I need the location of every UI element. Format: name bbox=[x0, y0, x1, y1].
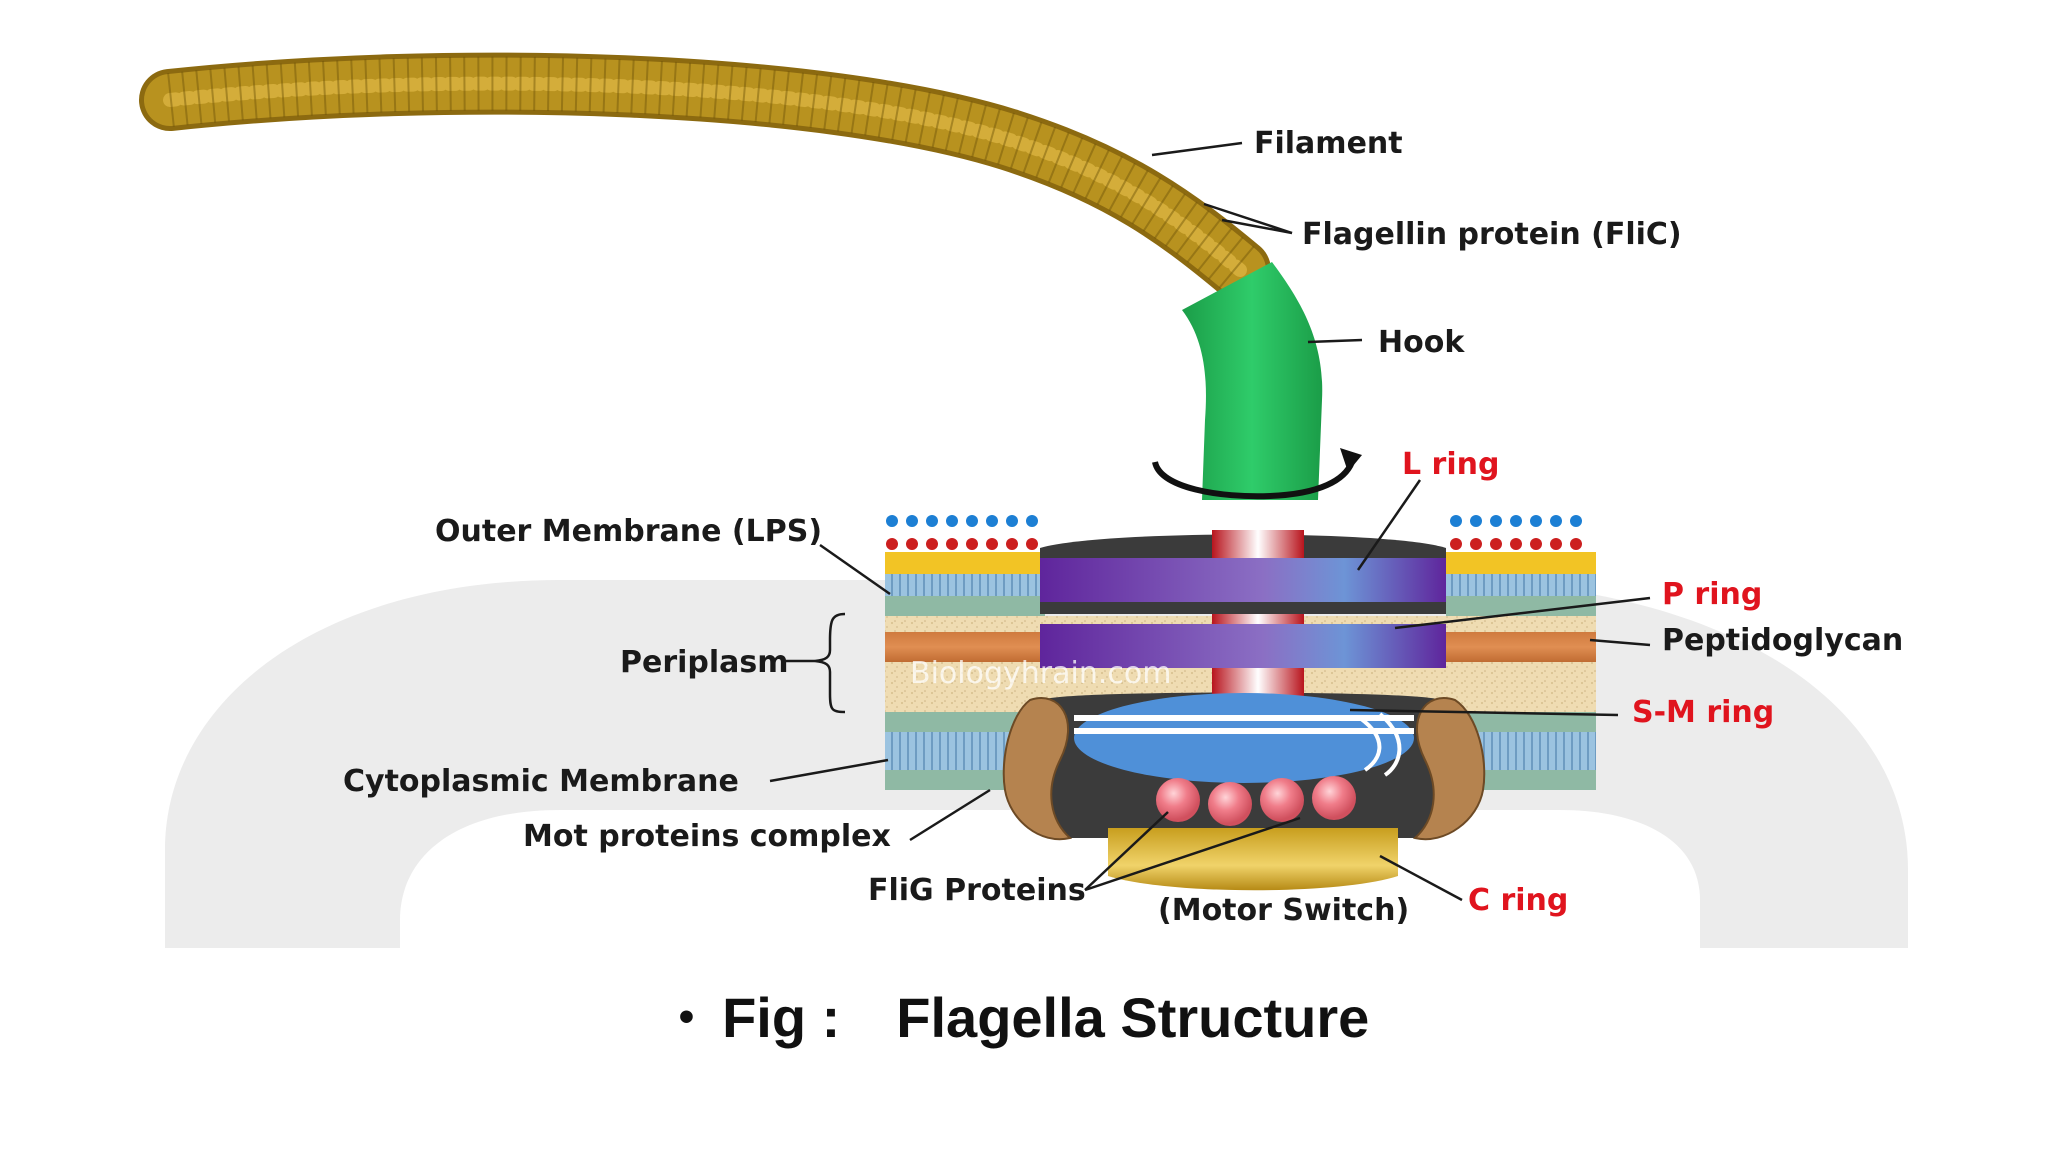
caption-prefix: Fig : bbox=[722, 986, 841, 1049]
outer-membrane-right bbox=[1446, 515, 1596, 616]
label-l-ring: L ring bbox=[1402, 447, 1499, 482]
label-motor-switch: (Motor Switch) bbox=[1158, 893, 1409, 928]
label-periplasm: Periplasm bbox=[620, 645, 789, 680]
label-flagellin: Flagellin protein (FliC) bbox=[1302, 217, 1682, 252]
filament bbox=[139, 52, 1271, 301]
bullet-icon: • bbox=[678, 992, 695, 1041]
c-ring bbox=[1108, 828, 1398, 891]
leader-lines bbox=[769, 141, 1651, 902]
watermark: Biologyhrain.com bbox=[910, 656, 1171, 691]
label-p-ring: P ring bbox=[1662, 577, 1762, 612]
rotation-arrow-icon bbox=[1152, 448, 1362, 500]
label-hook: Hook bbox=[1378, 325, 1465, 360]
l-ring-base bbox=[1040, 602, 1446, 614]
label-c-ring: C ring bbox=[1468, 883, 1568, 918]
rod bbox=[1212, 530, 1304, 710]
label-flig-proteins: FliG Proteins bbox=[868, 873, 1086, 908]
label-mot-proteins: Mot proteins complex bbox=[523, 819, 891, 854]
sm-ring bbox=[1074, 693, 1414, 783]
label-sm-ring: S-M ring bbox=[1632, 695, 1774, 730]
mot-protein-left bbox=[1002, 697, 1073, 841]
caption-title: Flagella Structure bbox=[896, 986, 1370, 1049]
label-filament: Filament bbox=[1254, 126, 1403, 161]
label-outer-membrane: Outer Membrane (LPS) bbox=[435, 514, 822, 549]
flig-proteins bbox=[1156, 776, 1356, 826]
figure-caption: • Fig : Flagella Structure bbox=[0, 985, 2048, 1050]
hook bbox=[1182, 262, 1323, 500]
outer-membrane-left bbox=[885, 515, 1045, 616]
mot-protein-right bbox=[1412, 697, 1486, 841]
label-peptidoglycan: Peptidoglycan bbox=[1662, 623, 1903, 658]
l-ring bbox=[1040, 558, 1446, 602]
label-cytoplasmic-membrane: Cytoplasmic Membrane bbox=[343, 764, 739, 799]
p-ring bbox=[1040, 624, 1446, 668]
